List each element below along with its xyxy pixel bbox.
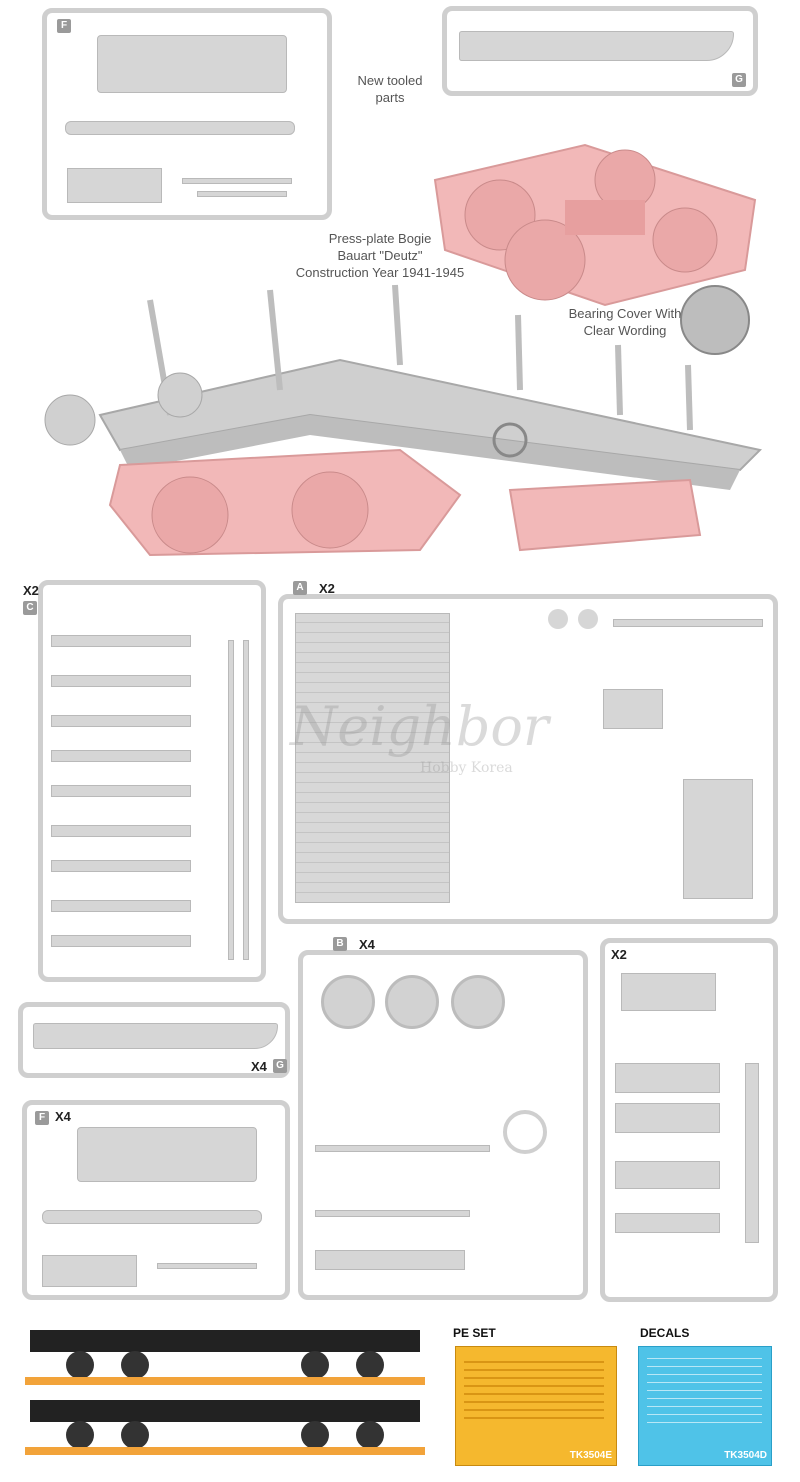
sprue-b: B X4 xyxy=(298,937,588,1300)
rod-part xyxy=(182,178,292,184)
plate-part xyxy=(615,1161,720,1189)
sprue-letter-badge: G xyxy=(732,73,746,87)
sprue-d: X2 xyxy=(600,938,778,1302)
pe-set-title: PE SET xyxy=(453,1326,496,1340)
watermark-text: Neighbor xyxy=(290,695,549,758)
rod-part xyxy=(157,1263,257,1269)
sprue-g-bottom: X4 G xyxy=(18,1002,290,1078)
deck-plate-part xyxy=(295,613,450,903)
wheel-part xyxy=(385,975,439,1029)
plate-part xyxy=(615,1213,720,1233)
rod-part xyxy=(613,619,763,627)
spring-part xyxy=(65,121,295,135)
round-part xyxy=(578,609,598,629)
crossbeam-part xyxy=(51,675,191,687)
sprue-multiplier: X2 xyxy=(611,947,627,962)
decal-sheet: TK3504D xyxy=(638,1346,772,1466)
wagon-render xyxy=(44,284,763,557)
sprue-c: X2 C xyxy=(23,580,266,982)
side-beam-part xyxy=(459,31,734,61)
caption-line: Construction Year 1941-1945 xyxy=(295,265,465,280)
sprue-multiplier: X4 xyxy=(251,1059,267,1074)
bogie-side-frame-part xyxy=(97,35,287,93)
rod-part xyxy=(315,1210,470,1217)
watermark-subtext: Hobby Korea xyxy=(420,760,513,776)
round-part xyxy=(503,1110,547,1154)
crossbeam-part xyxy=(51,715,191,727)
caption-line: parts xyxy=(375,90,405,105)
bearing-closeup-circle xyxy=(680,285,750,355)
crossbeam-part xyxy=(51,635,191,647)
crossbeam-part xyxy=(51,900,191,912)
spring-part xyxy=(42,1210,262,1224)
sprue-g-top: G xyxy=(442,6,758,96)
caption-line: Bearing Cover With xyxy=(568,306,682,321)
frame-part xyxy=(67,168,162,203)
sprue-letter-badge: F xyxy=(57,19,71,33)
wheel-part xyxy=(321,975,375,1029)
long-rod-part xyxy=(243,640,249,960)
caption-line: Clear Wording xyxy=(583,323,667,338)
wheel-part xyxy=(451,975,505,1029)
perforated-plate-part xyxy=(615,1063,720,1093)
long-rod-part xyxy=(745,1063,759,1243)
side-beam-part xyxy=(33,1023,278,1049)
rod-part xyxy=(197,191,287,197)
crossbeam-part xyxy=(51,860,191,872)
sprue-multiplier: X4 xyxy=(359,937,375,952)
pe-set-sheet: TK3504E xyxy=(455,1346,617,1466)
pe-code: TK3504E xyxy=(569,1450,612,1461)
sprue-letter-badge: F xyxy=(35,1111,49,1125)
pe-detail-grid xyxy=(464,1355,604,1425)
caption-line: Bauart "Deutz" xyxy=(337,248,423,263)
decal-code: TK3504D xyxy=(724,1450,767,1461)
pink-bogie-render xyxy=(433,143,757,307)
caption-line: Press-plate Bogie xyxy=(328,231,432,246)
crossbeam-part xyxy=(51,935,191,947)
sprue-multiplier: X4 xyxy=(55,1109,71,1124)
bearing-caption: Bearing Cover With Clear Wording xyxy=(560,305,690,339)
crossbeam-part xyxy=(51,825,191,837)
brace-part xyxy=(315,1250,465,1270)
frame-part xyxy=(42,1255,137,1287)
decal-detail-lines xyxy=(647,1355,762,1430)
sprue-a: A X2 xyxy=(278,581,778,924)
crossbeam-part xyxy=(51,750,191,762)
bogie-caption: Press-plate Bogie Bauart "Deutz" Constru… xyxy=(290,230,470,281)
caption-line: New tooled xyxy=(357,73,423,88)
bolster-part xyxy=(621,973,716,1011)
sprue-letter-badge: G xyxy=(273,1059,287,1073)
sprue-letter-badge: C xyxy=(23,601,37,615)
sprue-f-top: F xyxy=(42,8,332,220)
round-part xyxy=(548,609,568,629)
sprue-letter-badge: A xyxy=(293,581,307,595)
rod-part xyxy=(315,1145,490,1152)
sprue-multiplier: X2 xyxy=(319,581,335,596)
black-wagon-render-2 xyxy=(25,1400,425,1455)
new-tooled-caption: New tooled parts xyxy=(340,72,440,106)
perforated-plate-part xyxy=(615,1103,720,1133)
black-wagon-render-1 xyxy=(25,1330,425,1385)
bogie-side-frame-part xyxy=(77,1127,257,1182)
sprue-letter-badge: B xyxy=(333,937,347,951)
sprue-multiplier: X2 xyxy=(23,583,39,598)
decals-title: DECALS xyxy=(640,1326,690,1340)
sprue-f-bottom: F X4 xyxy=(22,1100,290,1300)
crossbeam-part xyxy=(51,785,191,797)
long-rod-part xyxy=(228,640,234,960)
frame-part xyxy=(683,779,753,899)
bolster-part xyxy=(603,689,663,729)
